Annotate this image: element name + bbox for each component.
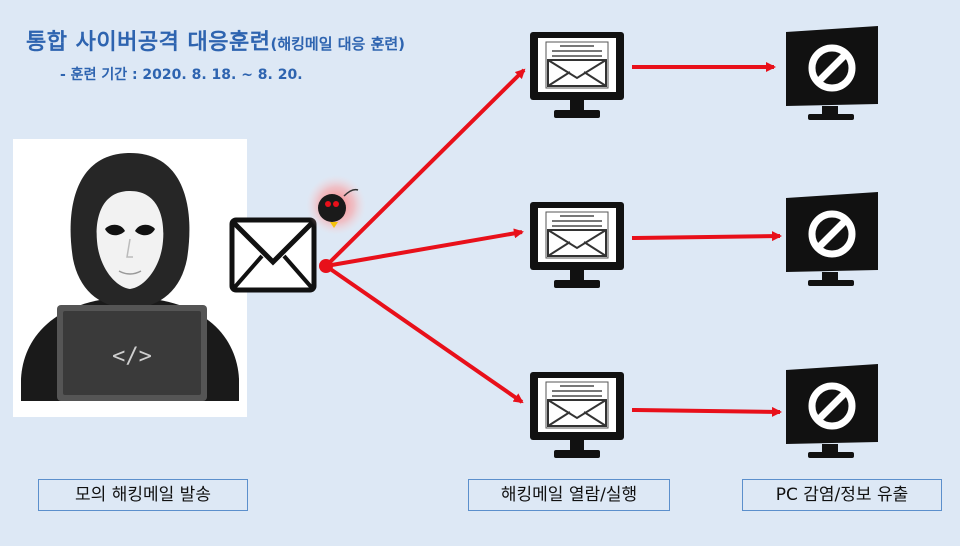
- bomb-icon: [306, 175, 366, 235]
- origin-dot: [319, 259, 333, 273]
- label-infect: PC 감염/정보 유출: [742, 479, 942, 511]
- laptop-code-text: </>: [112, 344, 152, 369]
- page-title: 통합 사이버공격 대응훈련(해킹메일 대응 훈련): [26, 24, 405, 56]
- monitor-blocked-icon: [786, 192, 878, 286]
- arrow-to-infected-2: [631, 231, 782, 242]
- title-main: 통합 사이버공격 대응훈련: [26, 30, 271, 55]
- hacker-panel: </>: [13, 139, 247, 417]
- hacker-icon: </>: [21, 153, 239, 401]
- monitor-mail-icon: [529, 31, 625, 119]
- title-sub: (해킹메일 대응 훈련): [270, 35, 406, 53]
- monitor-mail-icon: [529, 371, 625, 459]
- monitor-blocked-icon: [786, 26, 878, 120]
- arrow-to-monitor-3: [324, 264, 524, 404]
- label-open: 해킹메일 열람/실행: [468, 479, 670, 511]
- arrow-to-monitor-1: [324, 68, 526, 268]
- training-period: - 훈련 기간 : 2020. 8. 18. ~ 8. 20.: [60, 67, 303, 83]
- envelope-icon: [229, 217, 317, 293]
- monitor-blocked-icon: [786, 364, 878, 458]
- arrow-to-infected-3: [631, 406, 782, 417]
- monitor-mail-icon: [529, 201, 625, 289]
- label-send: 모의 해킹메일 발송: [38, 479, 248, 511]
- arrow-to-monitor-2: [325, 228, 524, 268]
